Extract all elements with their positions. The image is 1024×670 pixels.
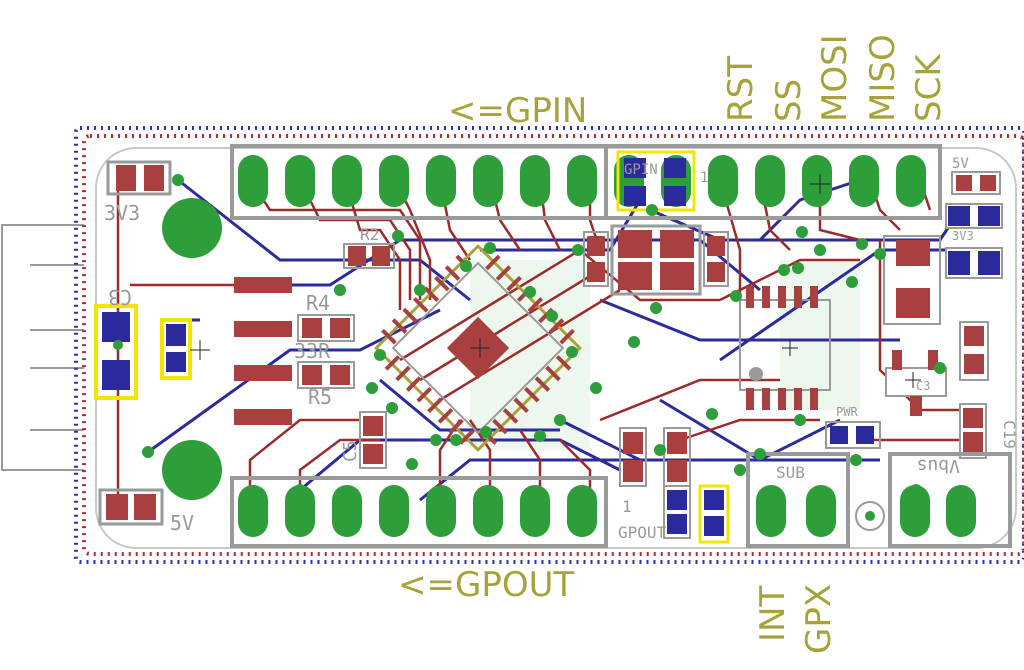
label-r5: R5 — [308, 385, 332, 409]
int-pin-label: INT — [753, 586, 793, 642]
vias — [113, 174, 946, 496]
bottom-pin-labels: INT GPX — [753, 584, 839, 654]
label-c19: C19 — [1000, 420, 1019, 449]
label-5v-bottom: 5V — [170, 511, 194, 535]
top-header-pads — [238, 155, 926, 207]
label-3v3-right: 3V3 — [952, 229, 974, 243]
label-33r: 33R — [294, 339, 331, 363]
label-sub: SUB — [776, 463, 805, 482]
miso-pin-label: MISO — [863, 34, 903, 122]
label-r2: R2 — [360, 225, 379, 244]
int-gpx-header — [746, 452, 850, 548]
label-c5: C5 — [340, 440, 361, 462]
origin-markers — [190, 174, 921, 388]
bottom-header-connector — [230, 476, 608, 548]
mounting-hole-top — [162, 198, 222, 258]
vbus-header — [888, 452, 1012, 548]
top-pin-labels: RST SS MOSI MISO SCK — [721, 34, 949, 122]
label-gpout-header: GPOUT — [618, 523, 667, 542]
label-r4: R4 — [306, 291, 330, 315]
label-c3-right: C3 — [916, 379, 930, 393]
label-gpin-header: GPIN — [624, 162, 658, 178]
board-outline-blue — [74, 126, 1024, 564]
smd-components — [94, 150, 1003, 544]
label-pwr: PWR — [836, 405, 858, 419]
gpx-pin-label: GPX — [799, 584, 839, 654]
label-vbus: Vbus — [917, 455, 960, 476]
usb-pads — [234, 277, 292, 425]
label-pin1-in: 1 — [700, 170, 708, 186]
label-c3-left: C3 — [108, 285, 132, 309]
gpout-arrow-label: <=GPOUT — [398, 565, 574, 605]
silkscreen-labels: 3V3 5V 5V C3 R4 33R R5 C5 R2 GPIN GPOUT … — [104, 156, 1019, 542]
mounting-hole-bottom — [162, 440, 222, 500]
label-5v-top: 5V — [952, 156, 969, 172]
sck-pin-label: SCK — [909, 53, 949, 122]
ss-pin-label: SS — [769, 79, 809, 122]
top-header-connector — [230, 144, 942, 220]
rst-pin-label: RST — [721, 56, 761, 122]
label-3v3: 3V3 — [104, 201, 140, 225]
mosi-pin-label: MOSI — [815, 34, 855, 122]
label-pin1-out: 1 — [622, 497, 632, 516]
gpin-arrow-label: <=GPIN — [448, 91, 587, 131]
